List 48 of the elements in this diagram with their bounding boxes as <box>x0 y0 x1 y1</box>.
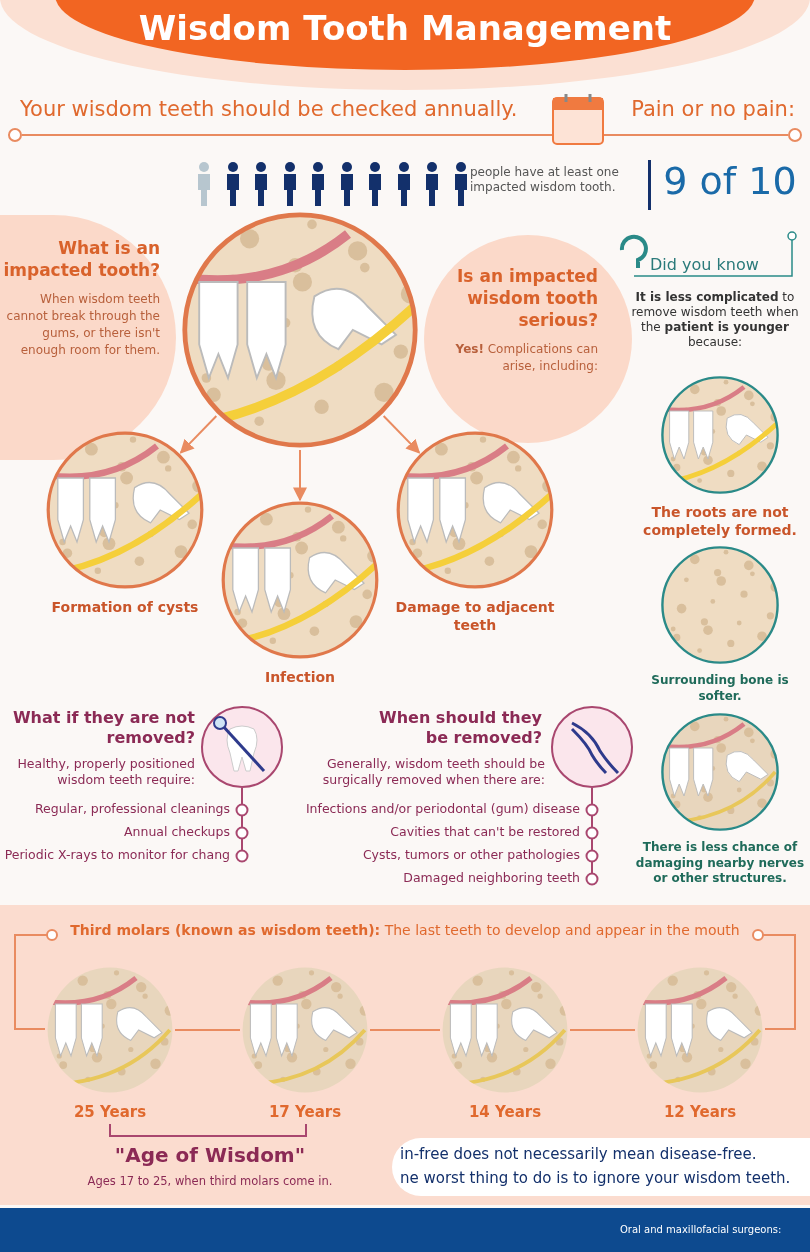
node-label: 25 Years <box>72 1103 148 1123</box>
body-text: Ages 17 to 25, when third molars come in. <box>86 1174 334 1189</box>
connector-line <box>174 1029 241 1031</box>
node-label: Formation of cysts <box>50 598 200 617</box>
heading: Third molars (known as wisdom teeth): The last teeth to develop and appear in the mouth <box>69 922 741 940</box>
heading: "Age of Wisdom" <box>113 1143 307 1168</box>
arrow <box>382 415 421 454</box>
body-text: Generally, wisdom teeth should be surgically removed when there are: <box>321 756 545 788</box>
list-item: Damaged neighboring teeth <box>402 870 580 886</box>
node-label: 12 Years <box>662 1103 738 1123</box>
note-text: in-free does not necessarily mean disease-free. <box>400 1145 758 1164</box>
connector-line <box>569 1029 636 1031</box>
list-item: Annual checkups <box>123 824 230 840</box>
text: Pain or no pain: <box>630 96 795 123</box>
heading: What if they are not removed? <box>11 708 195 748</box>
list-item: Cavities that can't be restored <box>389 824 580 840</box>
heading: When should they be removed? <box>378 708 542 748</box>
footer-text: Oral and maxillofacial surgeons: <box>620 1224 783 1237</box>
body-text: It is less complicated to remove wisdom teeth when the patient is younger because: <box>630 290 800 350</box>
node-label: Surrounding bone is softer. <box>650 673 790 705</box>
heading: Did you know <box>650 255 760 275</box>
list-item: Regular, professional cleanings <box>33 801 230 817</box>
node-label: 14 Years <box>467 1103 543 1123</box>
tooth-drawing <box>395 430 555 590</box>
heading: Is an impacted wisdom tooth serious? <box>456 265 598 332</box>
node-label: There is less chance of damaging nearby nerves or other structures. <box>634 840 806 887</box>
node-label: 17 Years <box>267 1103 343 1123</box>
arrow <box>179 415 218 454</box>
node-label: The roots are not completely formed. <box>642 503 798 540</box>
tooth-drawing <box>45 430 205 590</box>
node-label: Damage to adjacent teeth <box>394 598 556 635</box>
node-label: Infection <box>263 668 337 687</box>
tooth-drawing <box>180 210 420 450</box>
arrow <box>293 449 307 502</box>
heading: Your wisdom teeth should be checked annually. <box>20 96 519 123</box>
body-text: people have at least one impacted wisdom tooth. <box>470 165 620 195</box>
list-item: Periodic X-rays to monitor for chang <box>3 847 230 863</box>
title: Wisdom Tooth Management <box>137 8 673 48</box>
body-text: When wisdom teeth cannot break through the gums, or there isn't enough room for them. <box>5 291 160 359</box>
list-item: Cysts, tumors or other pathologies <box>361 847 580 863</box>
note-text: ne worst thing to do is to ignore your wisdom teeth. <box>400 1169 792 1188</box>
tooth-drawing <box>220 500 380 660</box>
stat-number: 9 of 10 <box>662 158 798 205</box>
body-text: Yes! Complications can arise, including: <box>454 341 598 375</box>
list-item: Infections and/or periodontal (gum) disease <box>304 801 580 817</box>
heading: What is an impacted tooth? <box>2 237 160 282</box>
body-text: Healthy, properly positioned wisdom teeth require: <box>16 756 195 788</box>
connector-line <box>369 1029 441 1031</box>
